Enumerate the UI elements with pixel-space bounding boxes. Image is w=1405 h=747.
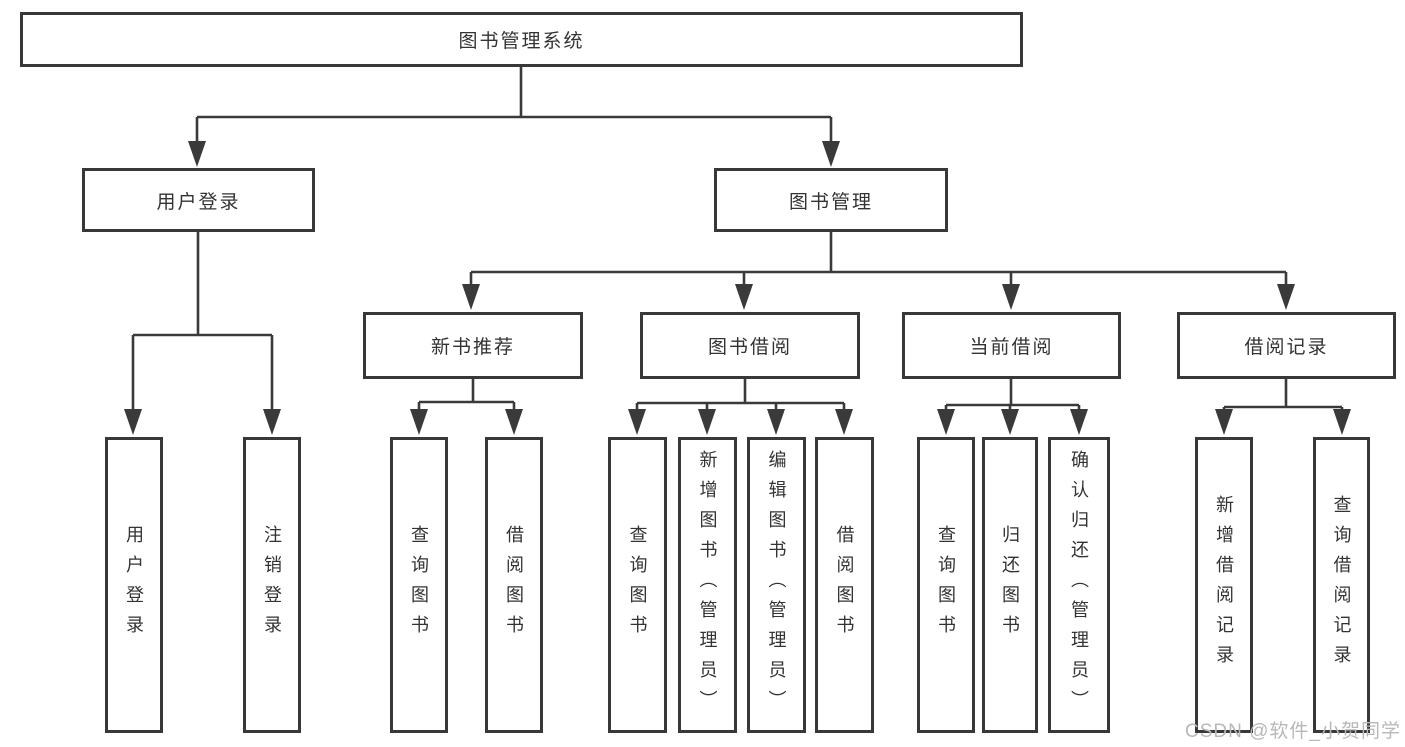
node-label: 图书管理	[788, 191, 873, 213]
node-book-management: 图书管理	[714, 168, 948, 232]
node-label: 借阅图书	[834, 525, 855, 645]
node-label: 借阅图书	[504, 525, 524, 645]
node-label: 确认归还（管理员）	[1069, 450, 1089, 720]
node-user-login-leaf: 用户登录	[105, 437, 163, 733]
connector-new-book-branch	[410, 379, 523, 435]
node-label: 查询图书	[409, 525, 429, 645]
node-confirm-return-admin: 确认归还（管理员）	[1048, 437, 1110, 733]
node-logout: 注销登录	[243, 437, 301, 733]
node-label: 新增借阅记录	[1214, 495, 1234, 675]
connector-borrow-record-branch	[1215, 379, 1351, 435]
node-label: 借阅记录	[1244, 337, 1329, 358]
node-label: 查询图书	[936, 525, 956, 645]
node-borrow-record: 借阅记录	[1177, 312, 1396, 379]
node-query-books-2: 查询图书	[608, 437, 667, 733]
connector-book-borrow-branch	[628, 379, 853, 435]
node-query-books-3: 查询图书	[917, 437, 975, 733]
node-library-management-system: 图书管理系统	[20, 12, 1023, 67]
node-label: 用户登录	[156, 191, 241, 213]
node-label: 新书推荐	[430, 337, 515, 358]
node-add-borrow-record: 新增借阅记录	[1195, 437, 1253, 733]
node-current-borrow: 当前借阅	[902, 312, 1121, 379]
node-label: 编辑图书（管理员）	[766, 450, 787, 720]
node-label: 查询图书	[627, 525, 648, 645]
node-label: 当前借阅	[969, 337, 1054, 358]
node-label: 图书借阅	[707, 337, 792, 358]
node-label: 新增图书（管理员）	[697, 450, 718, 720]
connector-user-login-branch	[124, 232, 281, 435]
node-add-books-admin: 新增图书（管理员）	[678, 437, 737, 733]
node-user-login: 用户登录	[82, 168, 315, 232]
node-borrow-books-2: 借阅图书	[815, 437, 874, 733]
csdn-watermark: CSDN @软件_小贺同学	[1185, 721, 1401, 742]
node-return-books: 归还图书	[982, 437, 1038, 733]
connector-current-borrow-branch	[937, 379, 1088, 435]
node-label: 注销登录	[262, 525, 282, 645]
connector-book-management-branch	[462, 232, 1295, 310]
node-book-borrow: 图书借阅	[640, 312, 860, 379]
node-query-borrow-record: 查询借阅记录	[1313, 437, 1370, 733]
node-query-books-1: 查询图书	[390, 437, 448, 733]
node-borrow-books-1: 借阅图书	[485, 437, 543, 733]
node-label: 归还图书	[1000, 525, 1020, 645]
node-label: 图书管理系统	[458, 31, 585, 52]
node-label: 用户登录	[124, 525, 144, 645]
connector-root-to-level2	[188, 67, 840, 167]
node-edit-books-admin: 编辑图书（管理员）	[747, 437, 806, 733]
node-label: 查询借阅记录	[1331, 495, 1352, 675]
node-new-book-recommend: 新书推荐	[363, 312, 583, 379]
